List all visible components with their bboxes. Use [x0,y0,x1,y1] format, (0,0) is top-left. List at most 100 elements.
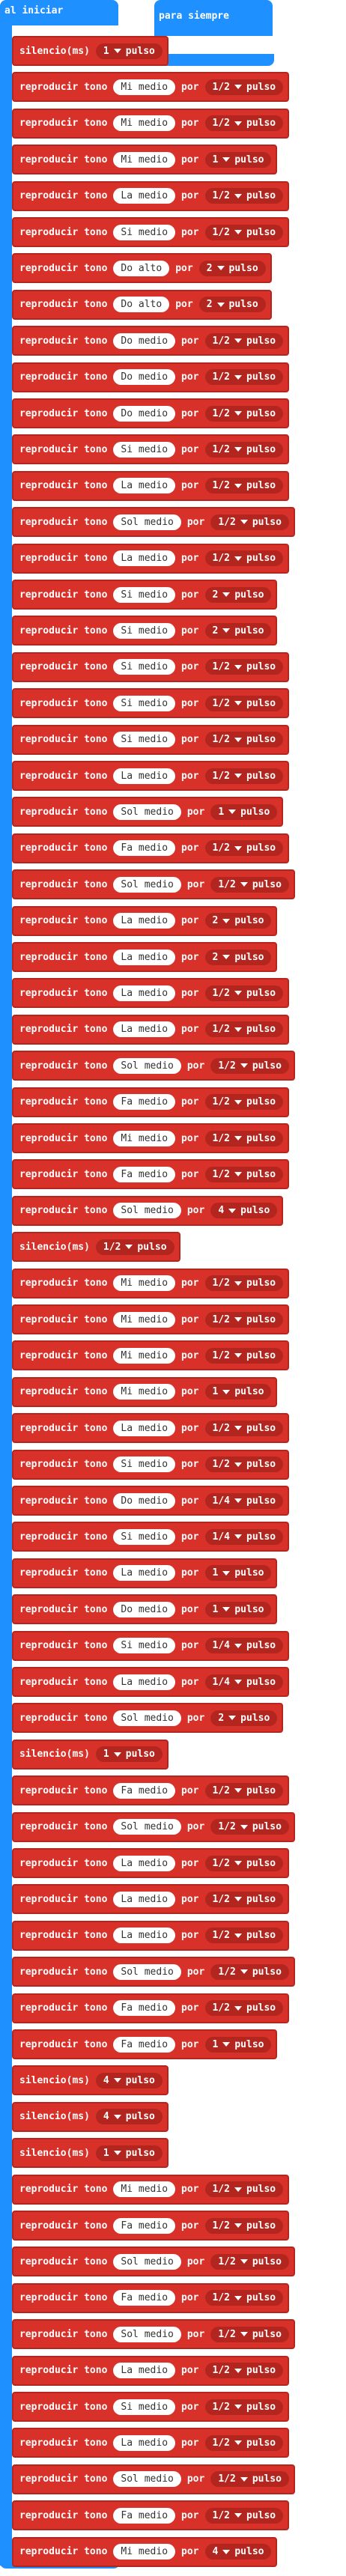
note-field[interactable]: La medio [113,1855,176,1871]
note-field[interactable]: La medio [113,550,176,567]
note-field[interactable]: Do medio [113,369,176,386]
note-field[interactable]: La medio [113,188,176,204]
note-field[interactable]: Mi medio [113,1130,176,1146]
note-field[interactable]: La medio [113,1565,176,1582]
note-field[interactable]: Si medio [113,659,176,675]
note-field[interactable]: Fa medio [113,1094,176,1111]
note-field[interactable]: Mi medio [113,2544,176,2560]
note-field[interactable]: La medio [113,1420,176,1436]
note-field[interactable]: Do medio [113,405,176,422]
note-field[interactable]: Mi medio [113,1347,176,1364]
note-field[interactable]: Sol medio [113,1057,181,1074]
note-field[interactable]: Mi medio [113,151,176,168]
note-field[interactable]: La medio [113,949,176,965]
note-field[interactable]: Do medio [113,332,176,349]
note-field[interactable]: La medio [113,985,176,1001]
note-field[interactable]: Do medio [113,1492,176,1509]
note-field[interactable]: Fa medio [113,2507,176,2524]
note-field[interactable]: Sol medio [113,514,181,530]
note-field[interactable]: La medio [113,478,176,494]
note-field[interactable]: Mi medio [113,1384,176,1400]
note-field[interactable]: La medio [113,2434,176,2451]
note-field[interactable]: Si medio [113,732,176,748]
note-field[interactable]: Mi medio [113,2181,176,2198]
note-field[interactable]: Mi medio [113,79,176,95]
note-field[interactable]: Sol medio [113,876,181,893]
note-field[interactable]: Fa medio [113,1166,176,1182]
note-field[interactable]: Fa medio [113,1782,176,1799]
note-field[interactable]: La medio [113,1928,176,1944]
note-field[interactable]: La medio [113,2363,176,2379]
note-field[interactable]: Sol medio [113,804,181,820]
note-field[interactable]: Sol medio [113,1963,181,1980]
note-field[interactable]: Do medio [113,1601,176,1617]
note-field[interactable]: Si medio [113,1638,176,1654]
